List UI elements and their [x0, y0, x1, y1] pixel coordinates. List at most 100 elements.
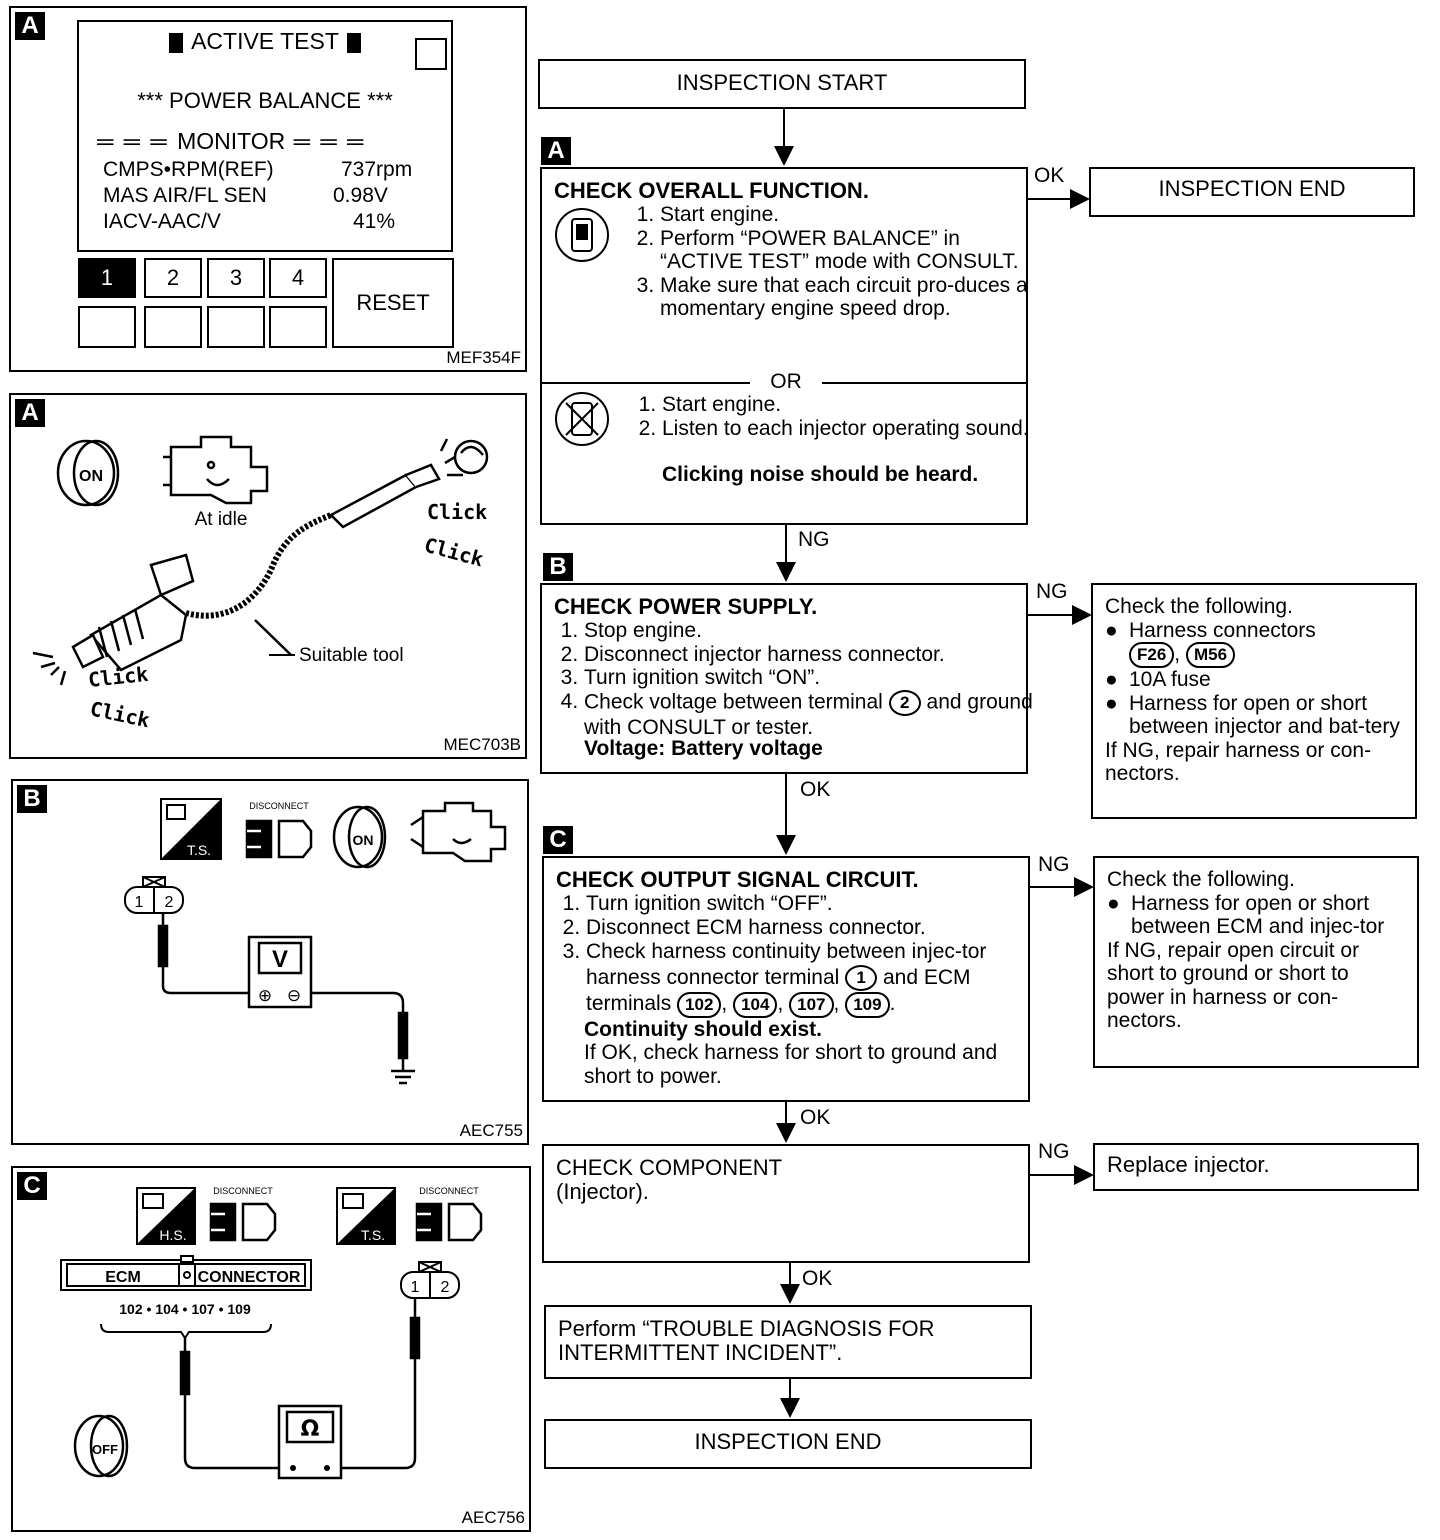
injector-connector-icon [124, 876, 184, 914]
reset-key[interactable]: RESET [332, 258, 454, 348]
step-c-tail: If OK, check harness for short to ground… [584, 1041, 998, 1088]
hs-icon [136, 1187, 196, 1245]
voltage-check-illustration: T.S. DISCONNECT ON 1 2 [124, 798, 507, 1085]
svg-text:Suitable tool: Suitable tool [299, 645, 404, 666]
svg-text:T.S.: T.S. [187, 842, 211, 858]
svg-text:H.S.: H.S. [159, 1227, 186, 1243]
ok-label: OK [800, 778, 831, 801]
svg-text:2: 2 [441, 1279, 450, 1296]
key-1[interactable]: 1 [78, 258, 136, 298]
svg-text:T.S.: T.S. [361, 1227, 385, 1243]
step-a-list-listen: Start engine. Listen to each injector op… [632, 393, 1042, 440]
key-2[interactable]: 2 [144, 258, 202, 298]
step-a-overall-function: CHECK OVERALL FUNCTION. Start engine. Pe… [540, 167, 1029, 525]
disconnect-icon [245, 819, 313, 859]
svg-text:1: 1 [135, 894, 144, 911]
ng-label: NG [798, 528, 830, 551]
ts-icon [336, 1187, 396, 1245]
ng-label: NG [1038, 1140, 1070, 1163]
step-b-power-supply: CHECK POWER SUPPLY. Stop engine. Disconn… [540, 583, 1033, 774]
key-3[interactable]: 3 [207, 258, 265, 298]
step-d-check-component: CHECK COMPONENT (Injector). [542, 1144, 1030, 1263]
step-c-list: Turn ignition switch “OFF”. Disconnect E… [556, 892, 1050, 1018]
blank-key[interactable] [78, 306, 136, 348]
note-c-check-following: Check the following. Harness for open or… [1093, 856, 1419, 1068]
svg-text:ECM: ECM [105, 1269, 141, 1286]
svg-text:CONNECTOR: CONNECTOR [198, 1269, 301, 1286]
injector-illustration: ON At idle Click Click Click Cl [32, 435, 489, 732]
step-a-expected: Clicking noise should be heard. [662, 463, 979, 486]
step-e-intermittent: Perform “TROUBLE DIAGNOSIS FOR INTERMITT… [544, 1305, 1032, 1379]
connector-f26: F26 [1129, 642, 1175, 668]
svg-text:DISCONNECT: DISCONNECT [249, 801, 309, 811]
step-b-list: Stop engine. Disconnect injector harness… [554, 619, 1048, 739]
figure-code: MEF354F [446, 348, 521, 367]
step-c-expected: Continuity should exist. [584, 1018, 823, 1041]
svg-text:⊖: ⊖ [287, 986, 301, 1006]
figure-a-consult-screen: A ACTIVE TEST *** POWER BALANCE *** ═ ═ … [9, 6, 527, 372]
svg-text:Click: Click [427, 500, 487, 524]
engine-icon [163, 435, 269, 505]
ng-label: NG [1036, 580, 1068, 603]
ecm-terminal: 102 [677, 991, 722, 1018]
consult-screen: ACTIVE TEST *** POWER BALANCE *** ═ ═ ═ … [77, 20, 453, 252]
svg-text:DISCONNECT: DISCONNECT [213, 1186, 273, 1196]
figure-code: AEC756 [461, 1508, 525, 1527]
disconnect-icon [415, 1202, 483, 1242]
figure-c-continuity-check: C H.S. DISCONNECT T.S. DISCONNECT [11, 1166, 531, 1532]
continuity-check-illustration: H.S. DISCONNECT T.S. DISCONNECT [60, 1186, 483, 1480]
svg-text:DISCONNECT: DISCONNECT [419, 1186, 479, 1196]
engine-icon [410, 801, 507, 863]
terminal-2: 2 [888, 689, 921, 716]
step-b-expected: Voltage: Battery voltage [584, 737, 823, 760]
note-b-check-following: Check the following. Harness connectorsF… [1091, 583, 1417, 819]
ok-label: OK [800, 1106, 831, 1129]
svg-text:1: 1 [411, 1279, 420, 1296]
or-label: OR [750, 370, 822, 394]
svg-text:ON: ON [353, 832, 374, 848]
blank-key[interactable] [207, 306, 265, 348]
step-tag-b: B [543, 553, 573, 581]
screen-title: ACTIVE TEST [79, 28, 451, 55]
monitor-header: ═ ═ ═ MONITOR ═ ═ ═ [97, 128, 366, 154]
ignition-key-icon [332, 805, 387, 869]
figure-b-voltage-check: B T.S. DISCONNECT ON [11, 779, 529, 1145]
figure-tag: A [15, 399, 45, 427]
consult-icon [555, 208, 609, 262]
inspection-end-1: INSPECTION END [1089, 167, 1415, 217]
step-a-list-consult: Start engine. Perform “POWER BALANCE” in… [630, 203, 1040, 321]
ok-label: OK [1034, 164, 1065, 187]
connector-m56: M56 [1185, 642, 1236, 668]
step-tag-c: C [543, 826, 573, 854]
ohmmeter-icon [277, 1404, 343, 1480]
key-4[interactable]: 4 [269, 258, 327, 298]
blank-key[interactable] [269, 306, 327, 348]
blank-key[interactable] [144, 306, 202, 348]
svg-text:ON: ON [79, 468, 103, 485]
screen-corner-box [415, 38, 447, 70]
ng-label: NG [1038, 853, 1070, 876]
figure-tag: A [15, 12, 45, 40]
voltmeter-icon [247, 935, 313, 1009]
ecm-terminal: 104 [733, 991, 778, 1018]
step-c-output-signal: CHECK OUTPUT SIGNAL CIRCUIT. Turn igniti… [542, 856, 1030, 1102]
ignition-key-icon [73, 1414, 129, 1478]
svg-text:⊕: ⊕ [258, 986, 272, 1006]
svg-text:Ω: Ω [301, 1417, 320, 1442]
ignition-key-icon [56, 439, 120, 507]
ecm-terminal: 107 [789, 991, 834, 1018]
inspection-end-2: INSPECTION END [544, 1419, 1032, 1469]
screen-subtitle: *** POWER BALANCE *** [137, 88, 393, 113]
step-title: CHECK POWER SUPPLY. [554, 594, 818, 619]
figure-code: AEC755 [459, 1121, 523, 1140]
injector-connector-icon [400, 1261, 460, 1299]
terminal-1: 1 [845, 965, 878, 992]
figure-tag: C [17, 1172, 47, 1200]
svg-text:2: 2 [165, 894, 174, 911]
ts-icon [160, 798, 222, 860]
note-d-replace-injector: Replace injector. [1093, 1143, 1419, 1191]
figure-tag: B [17, 785, 47, 813]
svg-text:102 • 104 • 107 • 109: 102 • 104 • 107 • 109 [119, 1301, 251, 1317]
monitor-row: CMPS•RPM(REF)737rpm [103, 158, 413, 181]
